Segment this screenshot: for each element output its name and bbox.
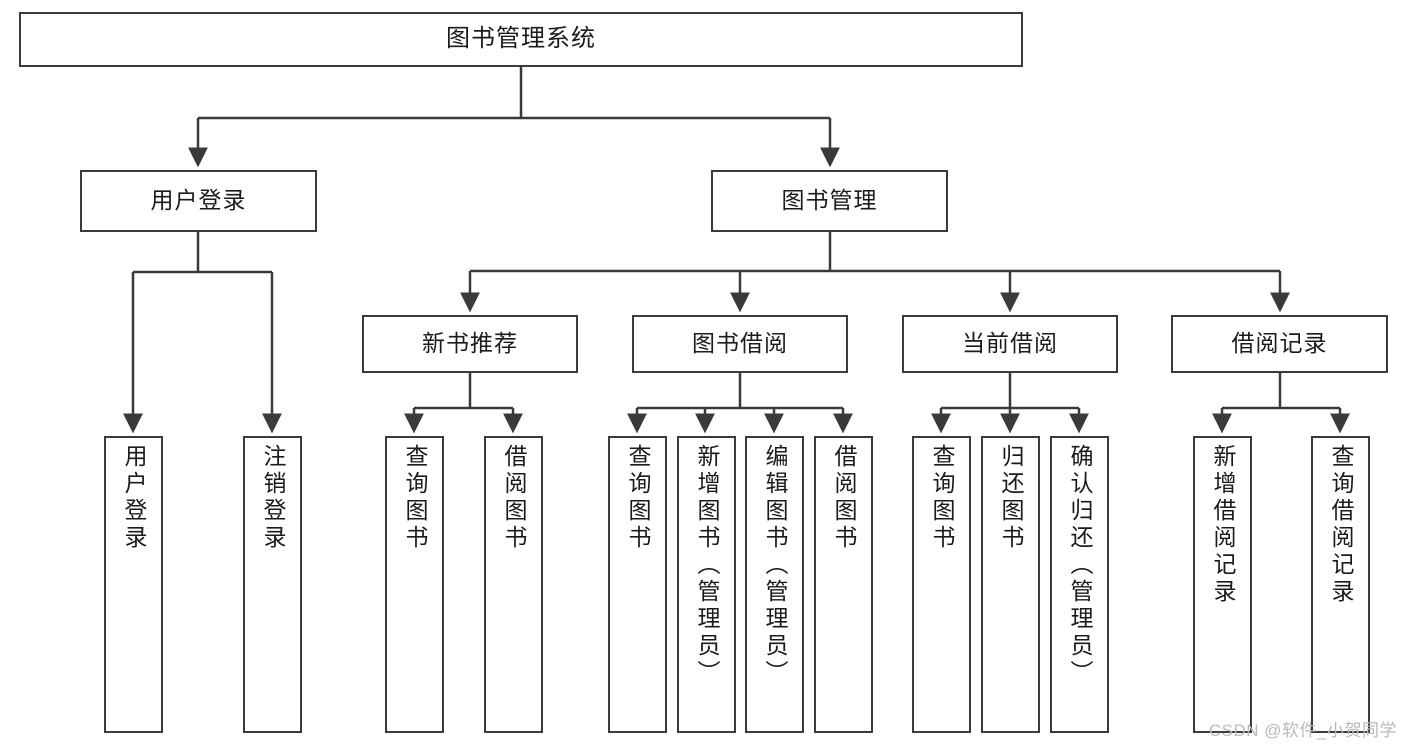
node-label: 确认归还（管理员） (1067, 444, 1093, 687)
node-leaf-return-book[interactable]: 归还图书 (981, 436, 1040, 733)
node-label: 编辑图书（管理员） (762, 444, 788, 687)
node-label: 图书管理 (781, 187, 878, 214)
node-label: 归还图书 (998, 444, 1024, 552)
node-leaf-confirm-return-admin[interactable]: 确认归还（管理员） (1050, 436, 1109, 733)
node-label: 注销登录 (260, 444, 286, 552)
node-leaf-borrow-book[interactable]: 借阅图书 (814, 436, 873, 733)
node-leaf-logout[interactable]: 注销登录 (243, 436, 302, 733)
node-leaf-add-book-admin[interactable]: 新增图书（管理员） (677, 436, 736, 733)
node-leaf-query-borrow-record[interactable]: 查询借阅记录 (1311, 436, 1370, 733)
node-leaf-query-book-recommend[interactable]: 查询图书 (385, 436, 444, 733)
node-book-management[interactable]: 图书管理 (711, 170, 948, 232)
node-label: 当前借阅 (962, 330, 1058, 357)
node-leaf-query-book-borrow[interactable]: 查询图书 (608, 436, 667, 733)
node-label: 查询图书 (929, 444, 955, 552)
node-leaf-query-book-current[interactable]: 查询图书 (912, 436, 971, 733)
node-leaf-add-borrow-record[interactable]: 新增借阅记录 (1193, 436, 1252, 733)
node-borrowing-record[interactable]: 借阅记录 (1171, 315, 1388, 373)
watermark: CSDN @软件_小贺同学 (1208, 721, 1397, 740)
node-leaf-user-login[interactable]: 用户登录 (104, 436, 163, 733)
node-label: 新书推荐 (422, 330, 518, 357)
node-label: 查询图书 (625, 444, 651, 552)
node-label: 图书管理系统 (446, 25, 596, 53)
node-book-borrowing[interactable]: 图书借阅 (632, 315, 848, 373)
node-label: 新增借阅记录 (1210, 444, 1236, 606)
node-label: 借阅图书 (831, 444, 857, 552)
node-label: 新增图书（管理员） (694, 444, 720, 687)
node-label: 用户登录 (150, 187, 247, 214)
node-current-borrowing[interactable]: 当前借阅 (902, 315, 1118, 373)
node-user-login[interactable]: 用户登录 (80, 170, 317, 232)
node-leaf-borrow-book-recommend[interactable]: 借阅图书 (484, 436, 543, 733)
node-label: 查询图书 (402, 444, 428, 552)
node-leaf-edit-book-admin[interactable]: 编辑图书（管理员） (745, 436, 804, 733)
node-label: 借阅记录 (1231, 330, 1328, 357)
node-label: 借阅图书 (501, 444, 527, 552)
node-new-book-recommendation[interactable]: 新书推荐 (362, 315, 578, 373)
node-label: 图书借阅 (692, 330, 788, 357)
node-label: 查询借阅记录 (1328, 444, 1354, 606)
node-root-book-management-system[interactable]: 图书管理系统 (19, 12, 1023, 67)
node-label: 用户登录 (121, 444, 147, 552)
